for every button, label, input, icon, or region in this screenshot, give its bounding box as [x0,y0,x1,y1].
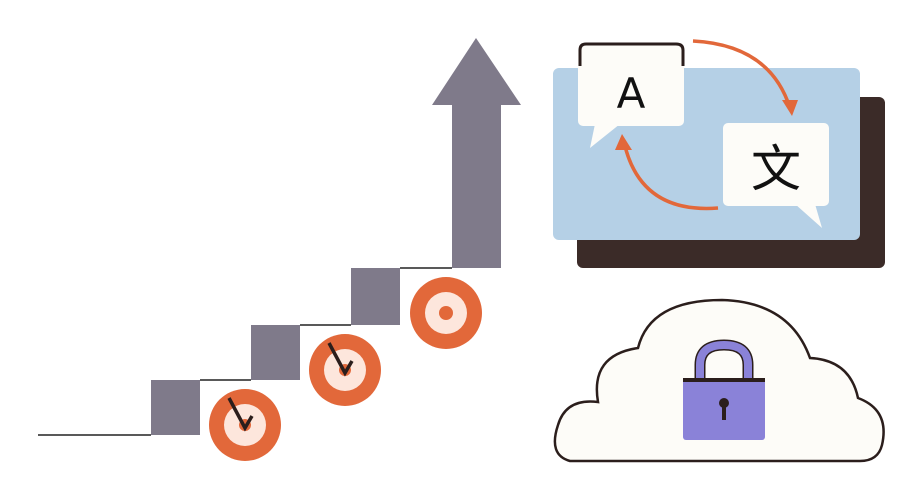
swap-arrows-icon [622,39,792,211]
stair-step-2 [251,325,300,380]
up-arrow-icon [432,38,521,268]
cloud-lock-icon [553,298,885,463]
speech-bubble-source: A [578,42,685,148]
source-letter: A [617,69,646,118]
target-icon [410,277,482,349]
growth-stairs-icon [38,38,521,436]
stair-step-3 [351,268,400,325]
padlock-icon [683,339,765,440]
translate-icon: A 文 [553,39,885,268]
target-check-icon [209,389,281,461]
target-check-icon [309,334,381,406]
target-letter: 文 [751,140,801,198]
stair-step-1 [151,380,200,435]
speech-bubble-target: 文 [723,123,829,228]
